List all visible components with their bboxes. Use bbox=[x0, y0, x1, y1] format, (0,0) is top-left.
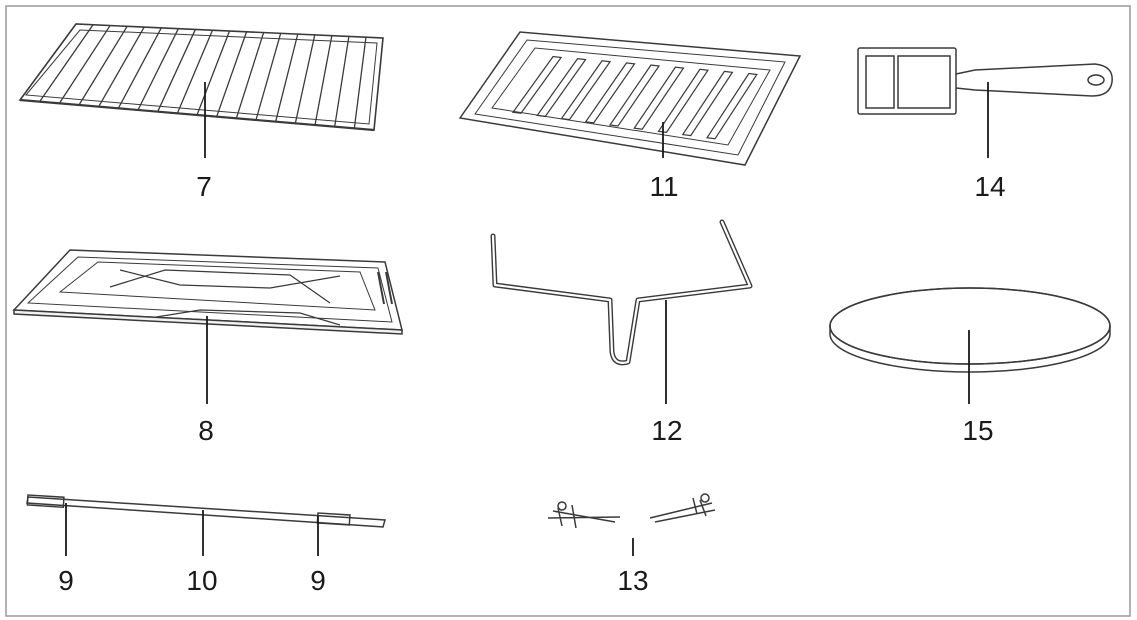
tray-slot bbox=[511, 55, 563, 114]
part-labels: 7 8 9 10 9 11 12 13 14 15 bbox=[58, 171, 1005, 596]
rack-bar bbox=[294, 34, 316, 124]
rack-bar bbox=[137, 28, 179, 111]
part-label-7: 7 bbox=[196, 171, 212, 202]
tray-handle-illustration bbox=[490, 219, 753, 366]
part-label-10: 10 bbox=[186, 565, 217, 596]
tray-slot bbox=[657, 68, 709, 134]
tray-slot bbox=[584, 62, 636, 124]
part-label-9-left: 9 bbox=[58, 565, 74, 596]
rack-bar bbox=[196, 30, 231, 116]
baking-tray-illustration bbox=[458, 31, 802, 166]
rack-bar bbox=[117, 27, 162, 109]
tray-slot bbox=[681, 70, 734, 137]
wire-rack-illustration bbox=[18, 23, 384, 132]
part-label-13: 13 bbox=[617, 565, 648, 596]
rack-bar bbox=[98, 26, 145, 107]
part-label-15: 15 bbox=[962, 415, 993, 446]
rack-bar bbox=[216, 31, 248, 117]
part-label-14: 14 bbox=[974, 171, 1005, 202]
rotisserie-screws-illustration bbox=[547, 493, 716, 529]
part-label-12: 12 bbox=[651, 415, 682, 446]
rotisserie-handle-illustration bbox=[857, 47, 1113, 115]
rotisserie-spit-illustration bbox=[26, 494, 386, 528]
rack-bar bbox=[275, 33, 299, 122]
rack-bar bbox=[157, 29, 196, 112]
rack-bar bbox=[353, 37, 367, 129]
tray-slot bbox=[560, 60, 612, 121]
tray-slot bbox=[633, 66, 685, 130]
rack-bar bbox=[58, 25, 111, 104]
leader-lines bbox=[65, 82, 989, 556]
part-label-11: 11 bbox=[649, 171, 678, 202]
rack-bar bbox=[255, 33, 282, 121]
tray-slot bbox=[536, 57, 587, 118]
rack-bar bbox=[314, 35, 333, 126]
part-label-8: 8 bbox=[198, 415, 214, 446]
pizza-stone-illustration bbox=[829, 287, 1111, 373]
rack-bar bbox=[39, 24, 94, 103]
rack-bar bbox=[334, 36, 350, 127]
tray-slot bbox=[608, 64, 661, 127]
rack-bar bbox=[78, 25, 128, 106]
rack-bar bbox=[176, 29, 214, 114]
rack-bar bbox=[235, 32, 265, 119]
tray-slot bbox=[705, 72, 758, 140]
diagram-border bbox=[5, 5, 1131, 617]
part-label-9-right: 9 bbox=[310, 565, 326, 596]
drip-tray-illustration bbox=[12, 249, 403, 335]
